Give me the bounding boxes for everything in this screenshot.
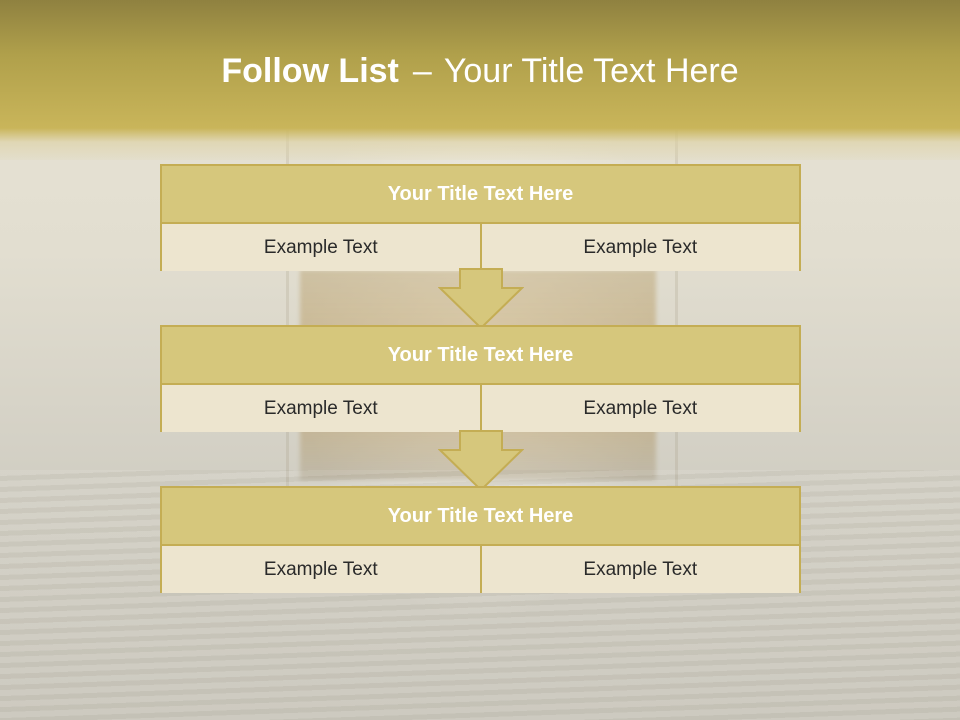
list-block-row: Example Text Example Text bbox=[162, 546, 799, 593]
slide-title-rest: Your Title Text Here bbox=[443, 52, 739, 90]
list-block-cell-right: Example Text bbox=[479, 224, 799, 271]
list-block-cell-left: Example Text bbox=[162, 385, 480, 432]
title-band bbox=[0, 0, 960, 160]
slide-title-separator: – bbox=[412, 52, 432, 90]
list-block-cell-left: Example Text bbox=[162, 546, 480, 593]
list-block-cell-left: Example Text bbox=[162, 224, 480, 271]
list-block-title: Your Title Text Here bbox=[162, 166, 799, 224]
background-glass-photo bbox=[286, 130, 678, 490]
slide-title-bold: Follow List bbox=[221, 52, 399, 90]
list-block-cell-right: Example Text bbox=[479, 546, 799, 593]
list-block-3: Your Title Text Here Example Text Exampl… bbox=[160, 486, 801, 593]
list-block-title: Your Title Text Here bbox=[162, 327, 799, 385]
list-block-cell-right: Example Text bbox=[479, 385, 799, 432]
down-arrow-icon bbox=[438, 268, 524, 330]
list-block-row: Example Text Example Text bbox=[162, 385, 799, 432]
down-arrow-icon bbox=[438, 430, 524, 492]
slide-title: Follow List–Your Title Text Here bbox=[0, 52, 960, 91]
list-block-1: Your Title Text Here Example Text Exampl… bbox=[160, 164, 801, 271]
list-block-title: Your Title Text Here bbox=[162, 488, 799, 546]
list-block-2: Your Title Text Here Example Text Exampl… bbox=[160, 325, 801, 432]
list-block-row: Example Text Example Text bbox=[162, 224, 799, 271]
